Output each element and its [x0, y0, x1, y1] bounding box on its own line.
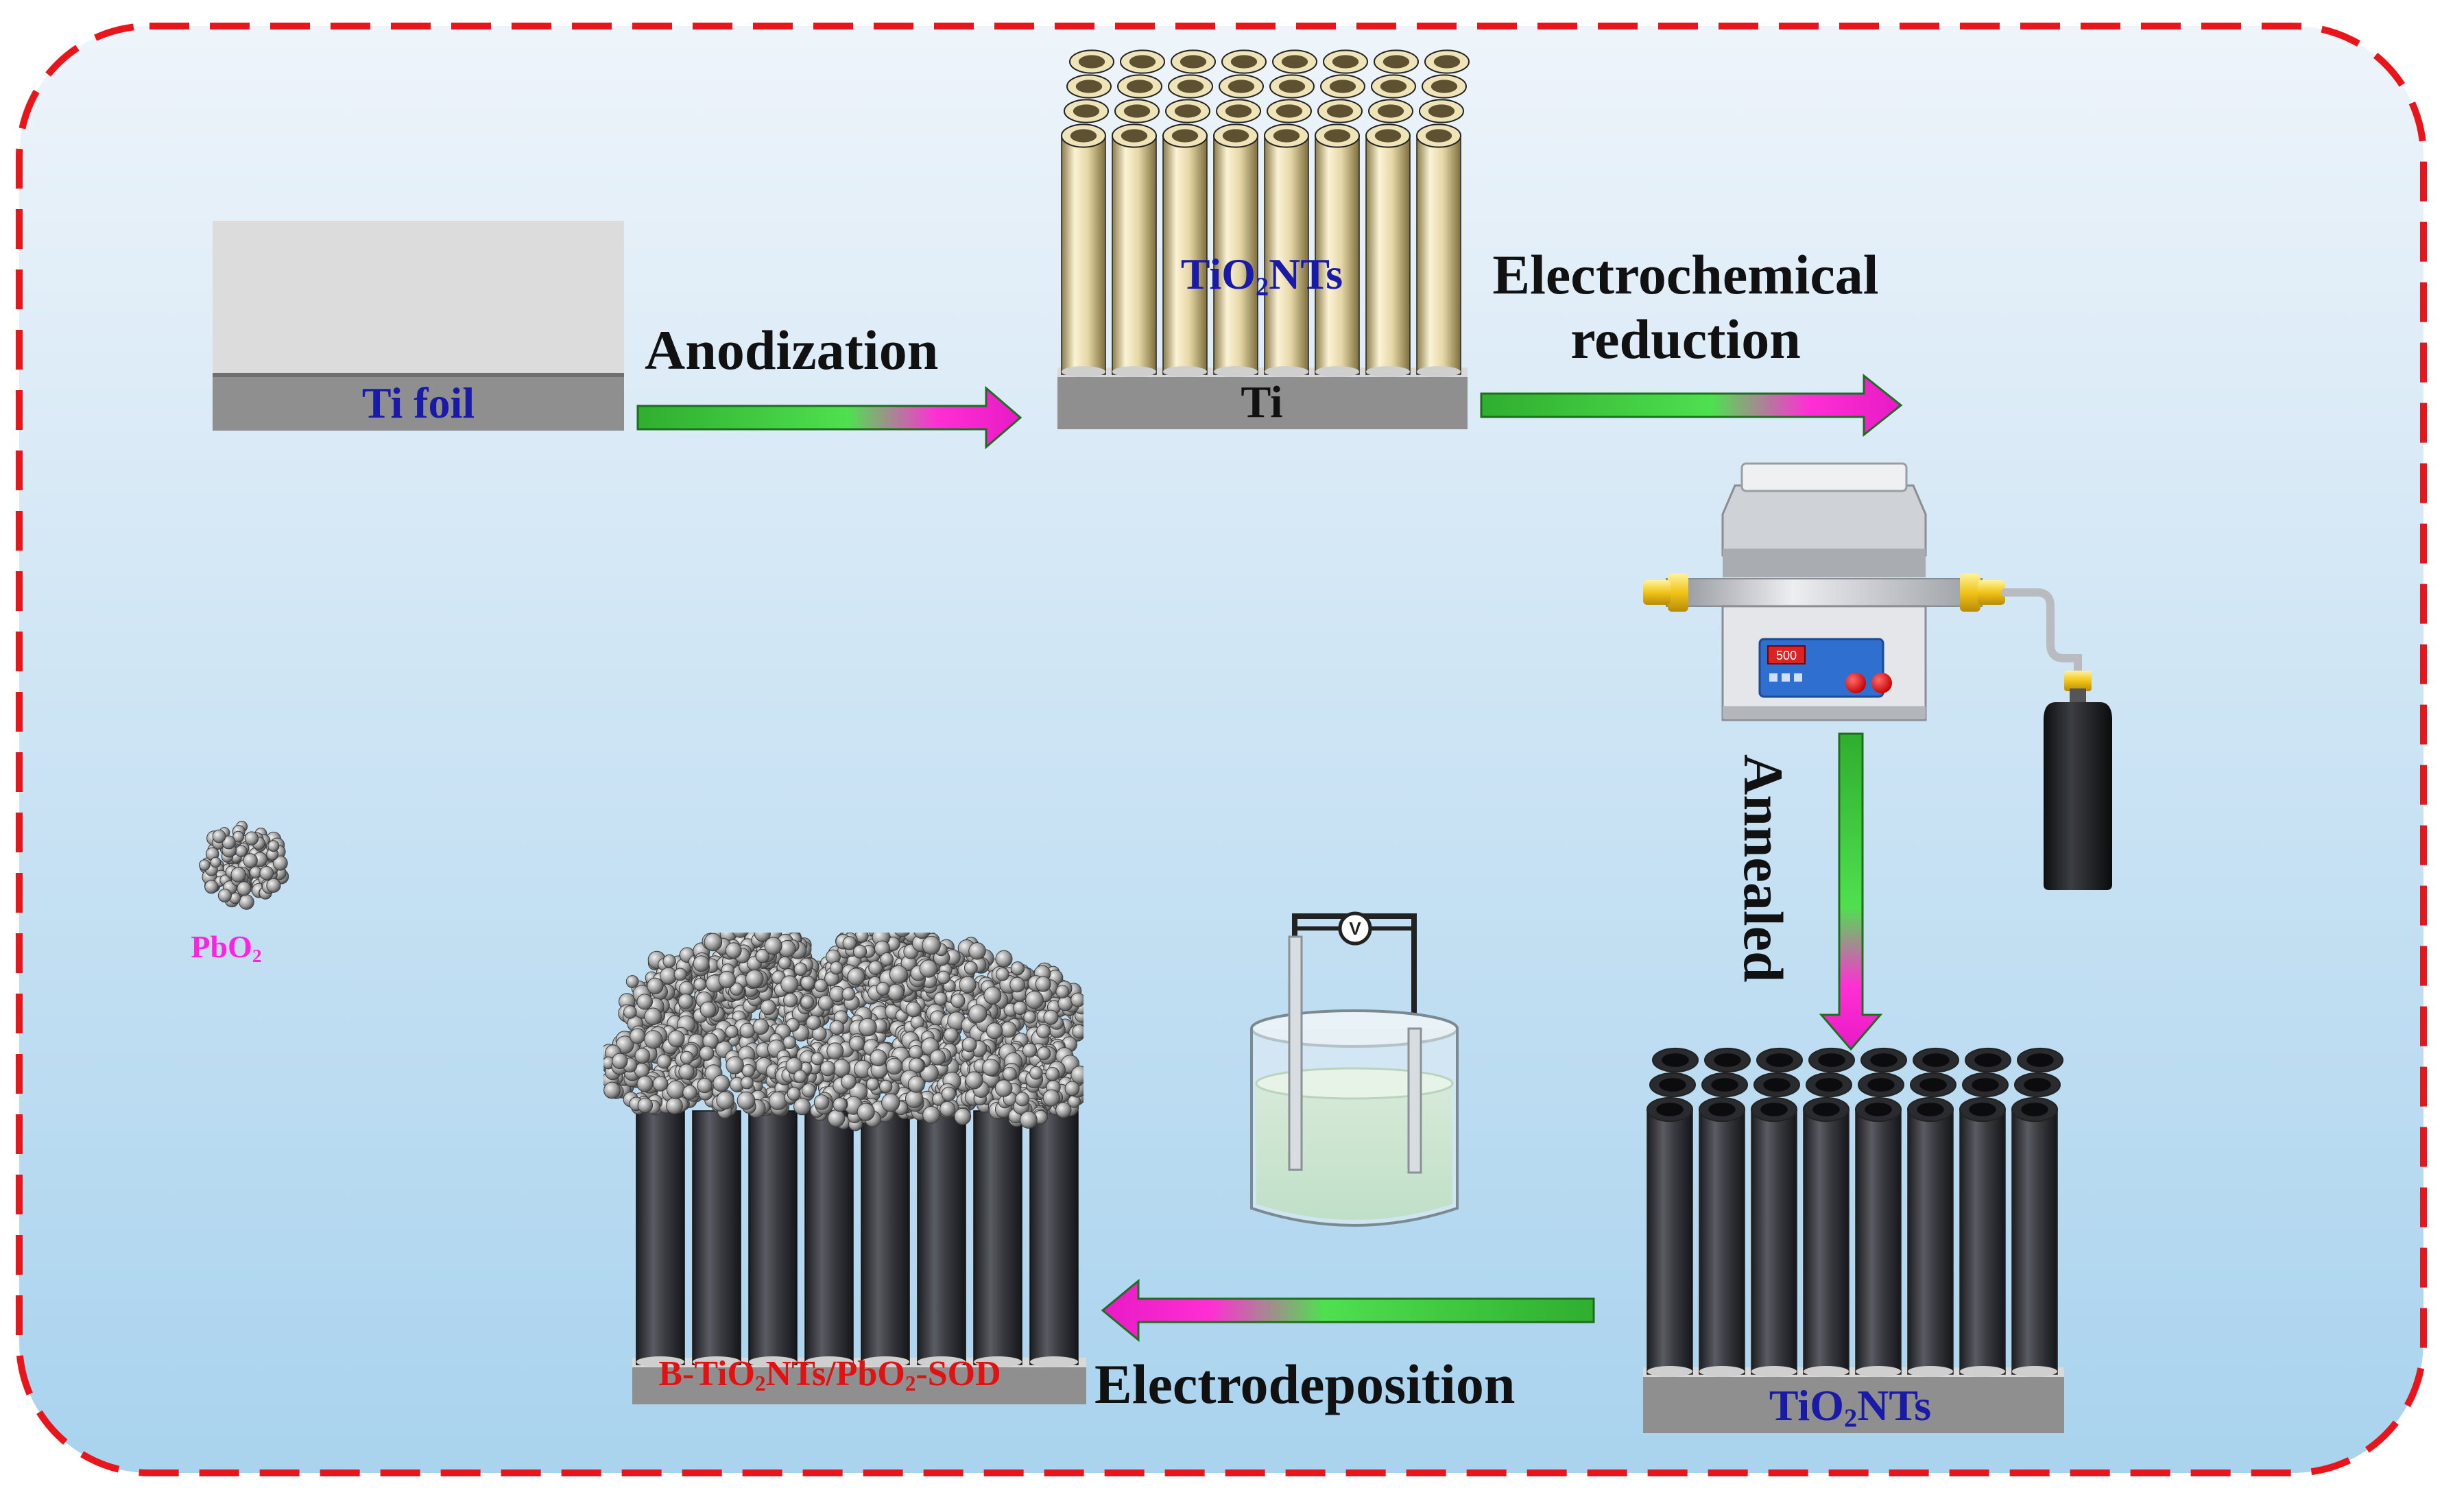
- step-electrodeposition-label: Electrodeposition: [1094, 1353, 1516, 1415]
- pbo2-coating: [603, 933, 1084, 1131]
- ti-foil: [213, 221, 624, 431]
- final-electrode-label: B-TiO2NTs/PbO2-SOD: [549, 1356, 1111, 1394]
- nanotube: [1365, 135, 1411, 375]
- step-electrochemical-reduction-label: Electrochemical reduction: [1473, 247, 1898, 368]
- tio2-nts-label-top: TiO2NTs: [1056, 252, 1468, 300]
- pbo2-prefix: PbO: [191, 929, 252, 964]
- nanotube: [1647, 1109, 1693, 1375]
- pbo2-particle-icon: [199, 821, 289, 910]
- red-knob-icon: [1845, 673, 1866, 693]
- arrow-anodization: [636, 385, 1022, 450]
- substrate: [632, 1365, 1086, 1404]
- nanotube: [1264, 135, 1309, 375]
- electrolysis-beaker: V: [1250, 911, 1459, 1227]
- nanotube: [1162, 135, 1208, 375]
- nanotube: [973, 1110, 1022, 1365]
- tio2-nanotube-array-annealed: [1643, 1047, 2064, 1433]
- pbo2-subscript: 2: [252, 944, 262, 966]
- nanotube: [1699, 1109, 1745, 1375]
- final-part3: -SOD: [915, 1354, 1001, 1393]
- nanotube: [804, 1110, 854, 1365]
- tio2-prefix: TiO: [1180, 250, 1256, 298]
- step-annealed-label: Annealed: [1732, 754, 1795, 983]
- nanotube: [1213, 135, 1258, 375]
- final-sub1: 2: [754, 1371, 766, 1395]
- tio2-suffix: NTs: [1857, 1381, 1932, 1430]
- nanotube: [2011, 1109, 2058, 1375]
- substrate: [1057, 374, 1468, 429]
- final-electrode: [632, 1110, 1086, 1404]
- arrow-annealed: [1819, 732, 1883, 1051]
- nanotube: [861, 1110, 910, 1365]
- nanotube: [1751, 1109, 1797, 1375]
- step-anodization-label: Anodization: [645, 319, 939, 381]
- furnace-display: 500: [1776, 649, 1797, 662]
- tio2-suffix: NTs: [1269, 250, 1343, 298]
- arrow-electrodeposition: [1101, 1278, 1595, 1343]
- nanotube: [1315, 135, 1360, 375]
- substrate: [1643, 1374, 2064, 1433]
- arrow-electrochemical-reduction: [1480, 373, 1903, 437]
- tio2-subscript: 2: [1255, 272, 1269, 302]
- gas-cylinder: [2044, 671, 2112, 890]
- nanotube: [1959, 1109, 2006, 1375]
- tube-furnace: 500: [1643, 462, 2082, 721]
- nanotube: [636, 1110, 685, 1365]
- nanotube: [1855, 1109, 1902, 1375]
- nanotube: [692, 1110, 741, 1365]
- final-part2: NTs/PbO: [765, 1354, 905, 1393]
- pbo2-label: PbO2: [158, 931, 295, 965]
- nanotube: [1907, 1109, 1954, 1375]
- voltmeter-label: V: [1349, 918, 1361, 939]
- tio2-nanotube-array-gold: [1057, 49, 1470, 429]
- final-sub2: 2: [905, 1371, 916, 1395]
- nanotube: [1029, 1110, 1079, 1365]
- tio2-prefix: TiO: [1769, 1381, 1844, 1430]
- nanotube: [1803, 1109, 1850, 1375]
- ti-substrate-label: Ti: [1241, 377, 1283, 427]
- nanotube: [1061, 135, 1106, 375]
- nanotube: [748, 1110, 798, 1365]
- final-part1: B-TiO: [658, 1354, 755, 1393]
- step-electrochemical-line1: Electrochemical: [1492, 243, 1879, 306]
- step-electrochemical-line2: reduction: [1570, 308, 1801, 370]
- ti-foil-label: Ti foil: [361, 379, 475, 427]
- tio2-nts-label-bottom: TiO2NTs: [1644, 1384, 2056, 1432]
- tio2-subscript: 2: [1843, 1404, 1858, 1433]
- nanotube: [917, 1110, 966, 1365]
